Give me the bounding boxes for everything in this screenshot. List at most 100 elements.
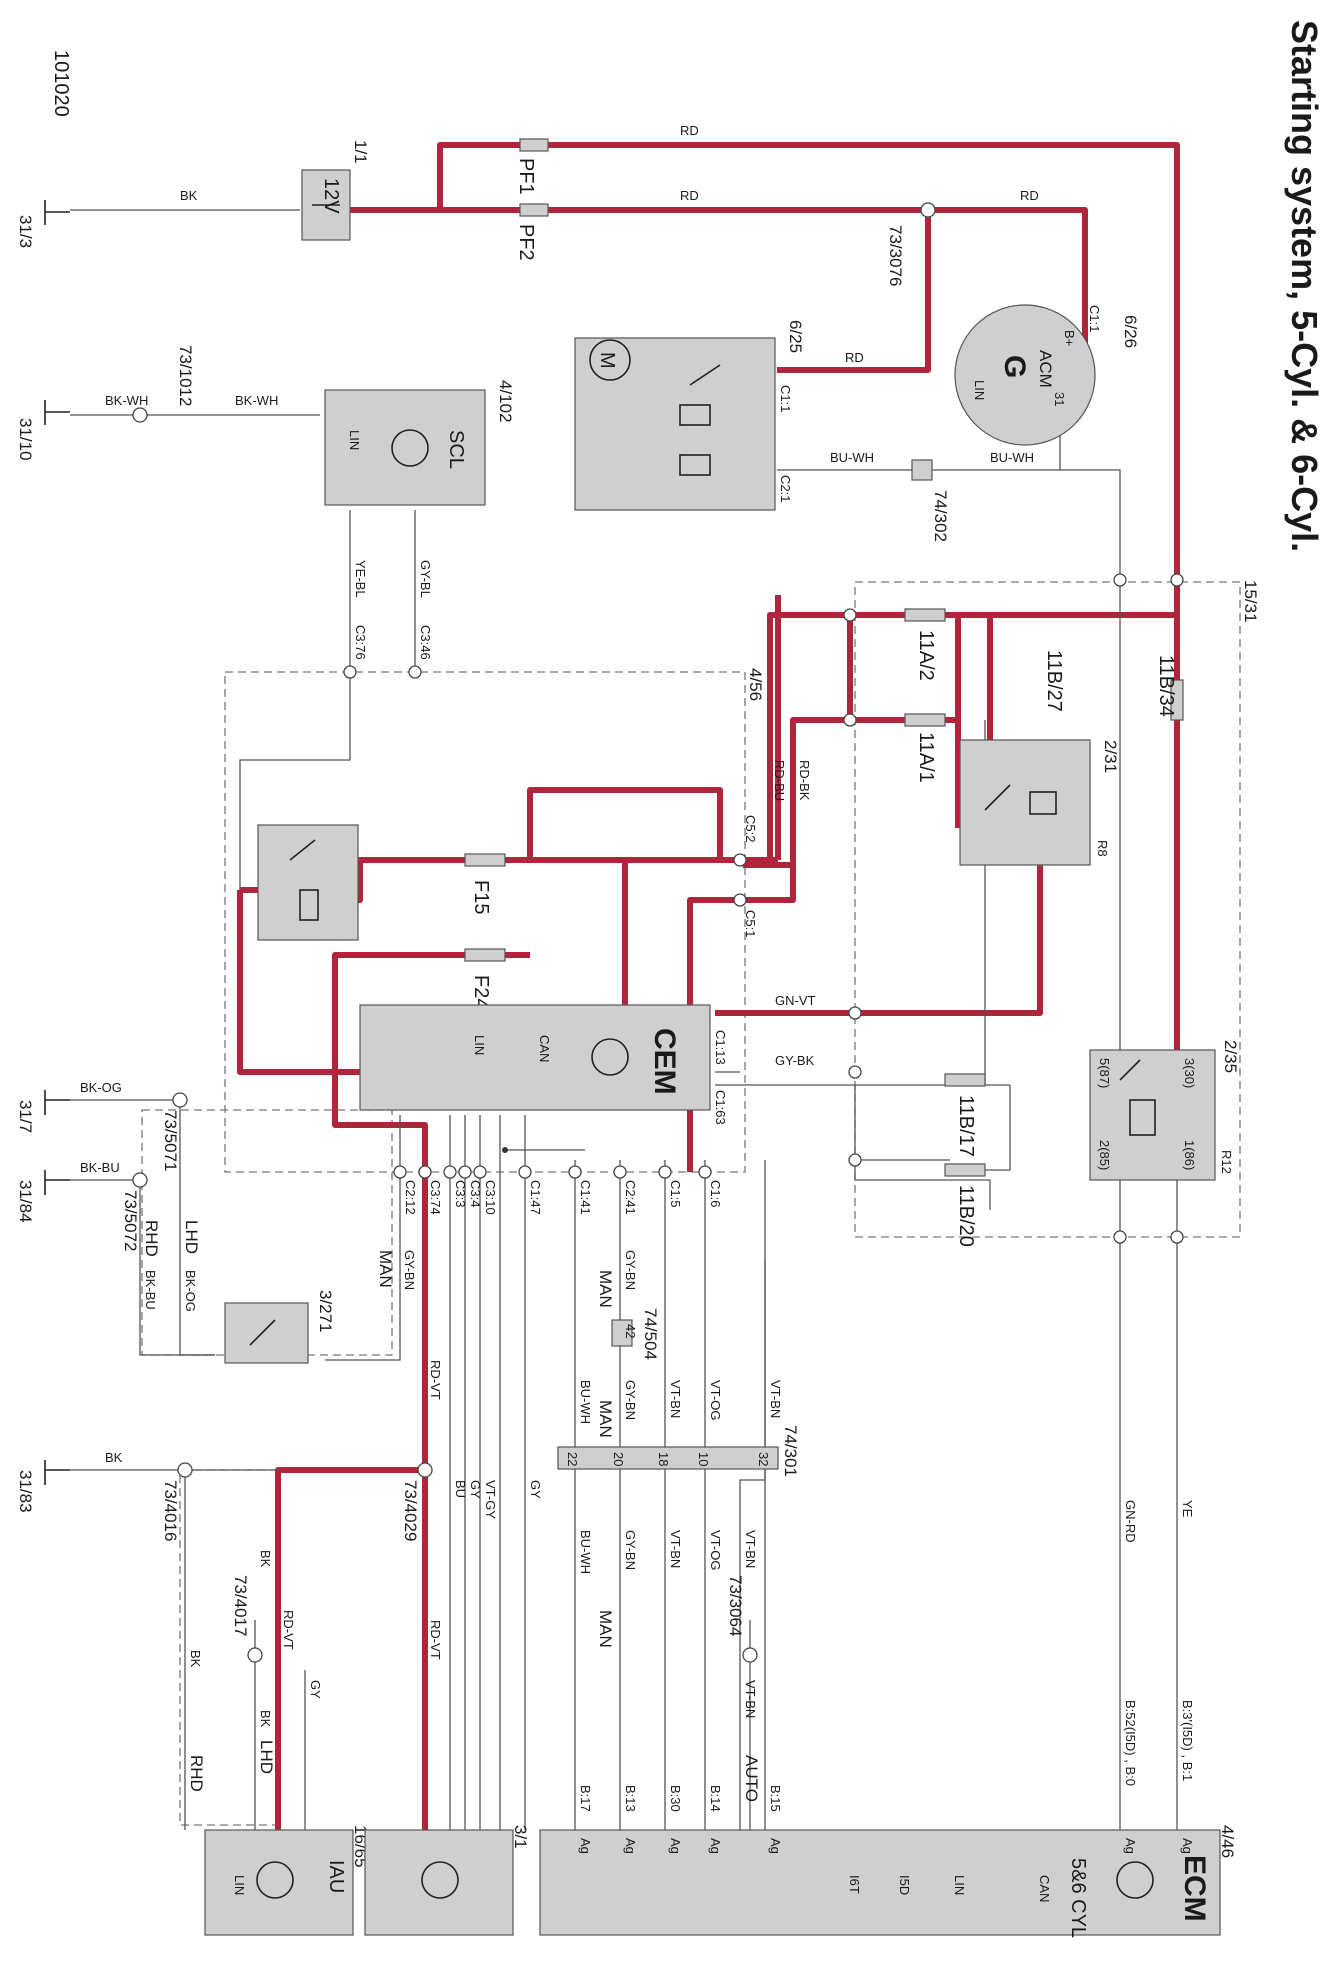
cem-ref: 4/56 [746, 668, 765, 701]
splice-73-5072: 73/5072 [121, 1190, 140, 1251]
alternator-ref: 6/26 [1121, 315, 1140, 348]
alternator-pin-31: 31 [1052, 392, 1067, 406]
f15-label: F15 [470, 880, 492, 914]
wire-gnvt: GN-VT [775, 993, 816, 1008]
fuse-11b17: 11B/17 [944, 1073, 986, 1157]
note-rhd-1: RHD [142, 1220, 161, 1257]
doc-number: 101020 [50, 50, 72, 117]
starter-label: M [596, 352, 618, 369]
splice-73-1012: 73/1012 [176, 345, 195, 406]
splice-73-4016: 73/4016 [161, 1480, 180, 1541]
battery: 12V 1/1 [301, 140, 370, 241]
pin-b3: B:3'(I5D) , B:1 [1180, 1700, 1195, 1781]
alternator-pin-lin: LIN [972, 380, 987, 400]
pin-c346: C3:46 [418, 625, 433, 660]
fuse-11b20: 11B/20 [944, 1163, 986, 1247]
wire-gy-iau: GY [308, 1680, 323, 1699]
iau-label: IAU [325, 1860, 347, 1893]
switch-271-ref: 3/271 [316, 1290, 335, 1333]
r12-pin5: 5(87) [1097, 1058, 1112, 1088]
note-ag-5: Ag [768, 1838, 783, 1854]
splice-73-3076: 73/3076 [886, 225, 905, 286]
alternator-sub: ACM [1036, 350, 1055, 388]
iau-module: IAU LIN 16/65 [204, 1825, 370, 1936]
cem-sub-can: CAN [537, 1035, 552, 1062]
power-wires [237, 142, 1180, 1830]
iau-sub: LIN [232, 1875, 247, 1895]
connector-504-pin: 42 [623, 1324, 638, 1338]
connector-74-302: 74/302 [911, 459, 950, 542]
note-lhd-2: LHD [257, 1740, 276, 1774]
pin-b15: B:15 [768, 1785, 783, 1812]
wire-bkwh-2: BK-WH [235, 393, 278, 408]
c301-pin18: 18 [656, 1452, 671, 1466]
ecm-bus-lin: LIN [952, 1875, 967, 1895]
c301-pin22: 22 [565, 1452, 580, 1466]
wire-vtgy: VT-GY [483, 1480, 498, 1519]
wire-rd-starter: RD [845, 350, 864, 365]
wire-vtog-1: VT-OG [708, 1380, 723, 1420]
wire-vtbn-2: VT-BN [668, 1530, 683, 1568]
alternator-label: G [998, 355, 1031, 378]
scl-module: SCL LIN 4/102 [324, 380, 515, 506]
splice-73-4017: 73/4017 [231, 1575, 250, 1636]
wire-bk-iau-2: BK [188, 1650, 203, 1668]
ground-31-10: 31/10 [16, 400, 70, 461]
ground-31-7-label: 31/7 [16, 1100, 35, 1133]
ground-31-10-label: 31/10 [16, 418, 35, 461]
note-lhd-1: LHD [182, 1220, 201, 1254]
wire-gybl: GY-BL [418, 560, 433, 598]
battery-label: 12V [320, 178, 342, 214]
wire-rdvt-iau: RD-VT [281, 1610, 296, 1650]
ecm-bus-i6t: I6T [847, 1875, 862, 1894]
f11a1-label: 11A/1 [915, 732, 937, 783]
f11b27-label: 11B/27 [1043, 650, 1065, 712]
relay-r12-ref: 2/35 [1221, 1040, 1240, 1073]
note-man-2: MAN [596, 1270, 615, 1308]
note-ag-3: Ag [668, 1838, 683, 1854]
note-ag-4: Ag [708, 1838, 723, 1854]
note-ag-2: Ag [623, 1838, 638, 1854]
wire-rdbk: RD-BK [797, 760, 812, 801]
fuse-pf1: PF1 [515, 138, 549, 195]
starter-ref: 6/25 [786, 320, 805, 353]
splice-markers [132, 202, 936, 1663]
wire-rd-alt: RD [1020, 188, 1039, 203]
pin-c241: C2:41 [623, 1180, 638, 1215]
r12-pin1: 1(86) [1182, 1140, 1197, 1170]
ground-31-3: 31/3 [16, 200, 70, 248]
r12-pin2: 2(85) [1097, 1140, 1112, 1170]
pin-c163: C1:63 [713, 1090, 728, 1125]
pin-b52: B:52(I5D) , B:0 [1123, 1700, 1138, 1786]
cem-internal-relay [257, 824, 359, 941]
splice-73-4029: 73/4029 [401, 1480, 420, 1541]
pf2-label: PF2 [515, 224, 537, 261]
wire-vtbn-3: VT-BN [768, 1380, 783, 1418]
wire-bkog: BK-OG [80, 1080, 122, 1095]
fusebox-ref: 15/31 [1241, 580, 1260, 623]
wire-bk-iau-1: BK [258, 1550, 273, 1568]
ground-31-3-label: 31/3 [16, 215, 35, 248]
pin-labels: C1:1 C2:1 C1:1 C3:76 C3:46 C5:2 C5:1 C1:… [353, 305, 1195, 1812]
connector-302-ref: 74/302 [931, 490, 950, 542]
signal-wires [70, 209, 1178, 1870]
cem-label: CEM [648, 1028, 681, 1095]
pin-b14: B:14 [708, 1785, 723, 1812]
wire-gnrd: GN-RD [1123, 1500, 1138, 1543]
note-auto: AUTO [742, 1755, 761, 1802]
note-ag-7: Ag [1180, 1838, 1195, 1854]
ecm-ref: 4/46 [1218, 1825, 1237, 1858]
f11b17-label: 11B/17 [955, 1095, 977, 1157]
splice-73-5071: 73/5071 [161, 1110, 180, 1171]
wire-bk-battery: BK [180, 188, 198, 203]
pin-c51: C5:1 [743, 910, 758, 937]
pin-c376: C3:76 [353, 625, 368, 660]
pin-c141: C1:41 [578, 1180, 593, 1215]
relay-r8: 2/31 R8 [959, 739, 1120, 866]
wire-gybn-1: GY-BN [402, 1250, 417, 1290]
f11b20-label: 11B/20 [955, 1185, 977, 1247]
connector-74-504: 42 74/504 [611, 1308, 660, 1360]
note-ag-1: Ag [578, 1838, 593, 1854]
wire-rdvt-2: RD-VT [428, 1620, 443, 1660]
